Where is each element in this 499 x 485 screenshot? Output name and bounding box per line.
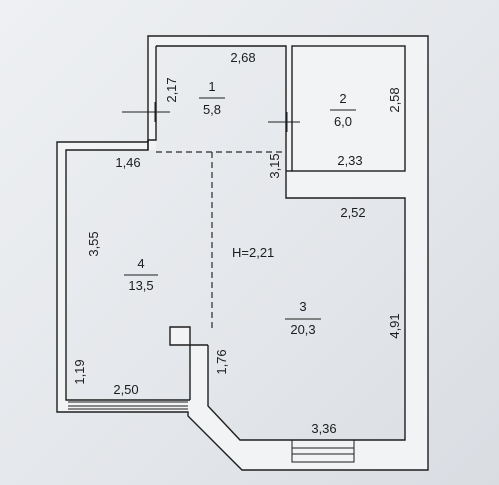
room2-area: 6,0: [334, 114, 352, 129]
wall-step: [169, 326, 208, 400]
window-room4: [68, 401, 188, 410]
dim-room4-left: 3,55: [86, 231, 101, 256]
wall-band: [57, 36, 428, 470]
inner-wall-main: [156, 45, 406, 441]
dim-room4-bottom: 2,50: [113, 382, 138, 397]
room3-area: 20,3: [290, 322, 315, 337]
dim-room3-top: 2,52: [340, 205, 365, 220]
dim-room1-side: 2,17: [164, 77, 179, 102]
room2-walls: [291, 45, 406, 172]
room1-area: 5,8: [203, 102, 221, 117]
dim-room1-top: 2,68: [230, 50, 255, 65]
dim-room2-bottom: 2,33: [337, 153, 362, 168]
dim-room4-top: 1,46: [115, 155, 140, 170]
dim-room4-left-lower: 1,19: [72, 359, 87, 384]
window-room3: [291, 439, 355, 463]
ceiling-height: H=2,21: [232, 245, 274, 260]
room1-number: 1: [208, 79, 215, 94]
room4-number: 4: [137, 256, 144, 271]
room4-area: 13,5: [128, 278, 153, 293]
room2-number: 2: [339, 91, 346, 106]
dim-room3-left-upper: 3,15: [267, 153, 282, 178]
dim-room3-right: 4,91: [387, 313, 402, 338]
room3-number: 3: [299, 299, 306, 314]
dim-room3-bottom: 3,36: [311, 421, 336, 436]
dim-room2-side: 2,58: [387, 87, 402, 112]
outer-wall: [56, 35, 429, 471]
dim-room3-left-lower: 1,76: [214, 349, 229, 374]
